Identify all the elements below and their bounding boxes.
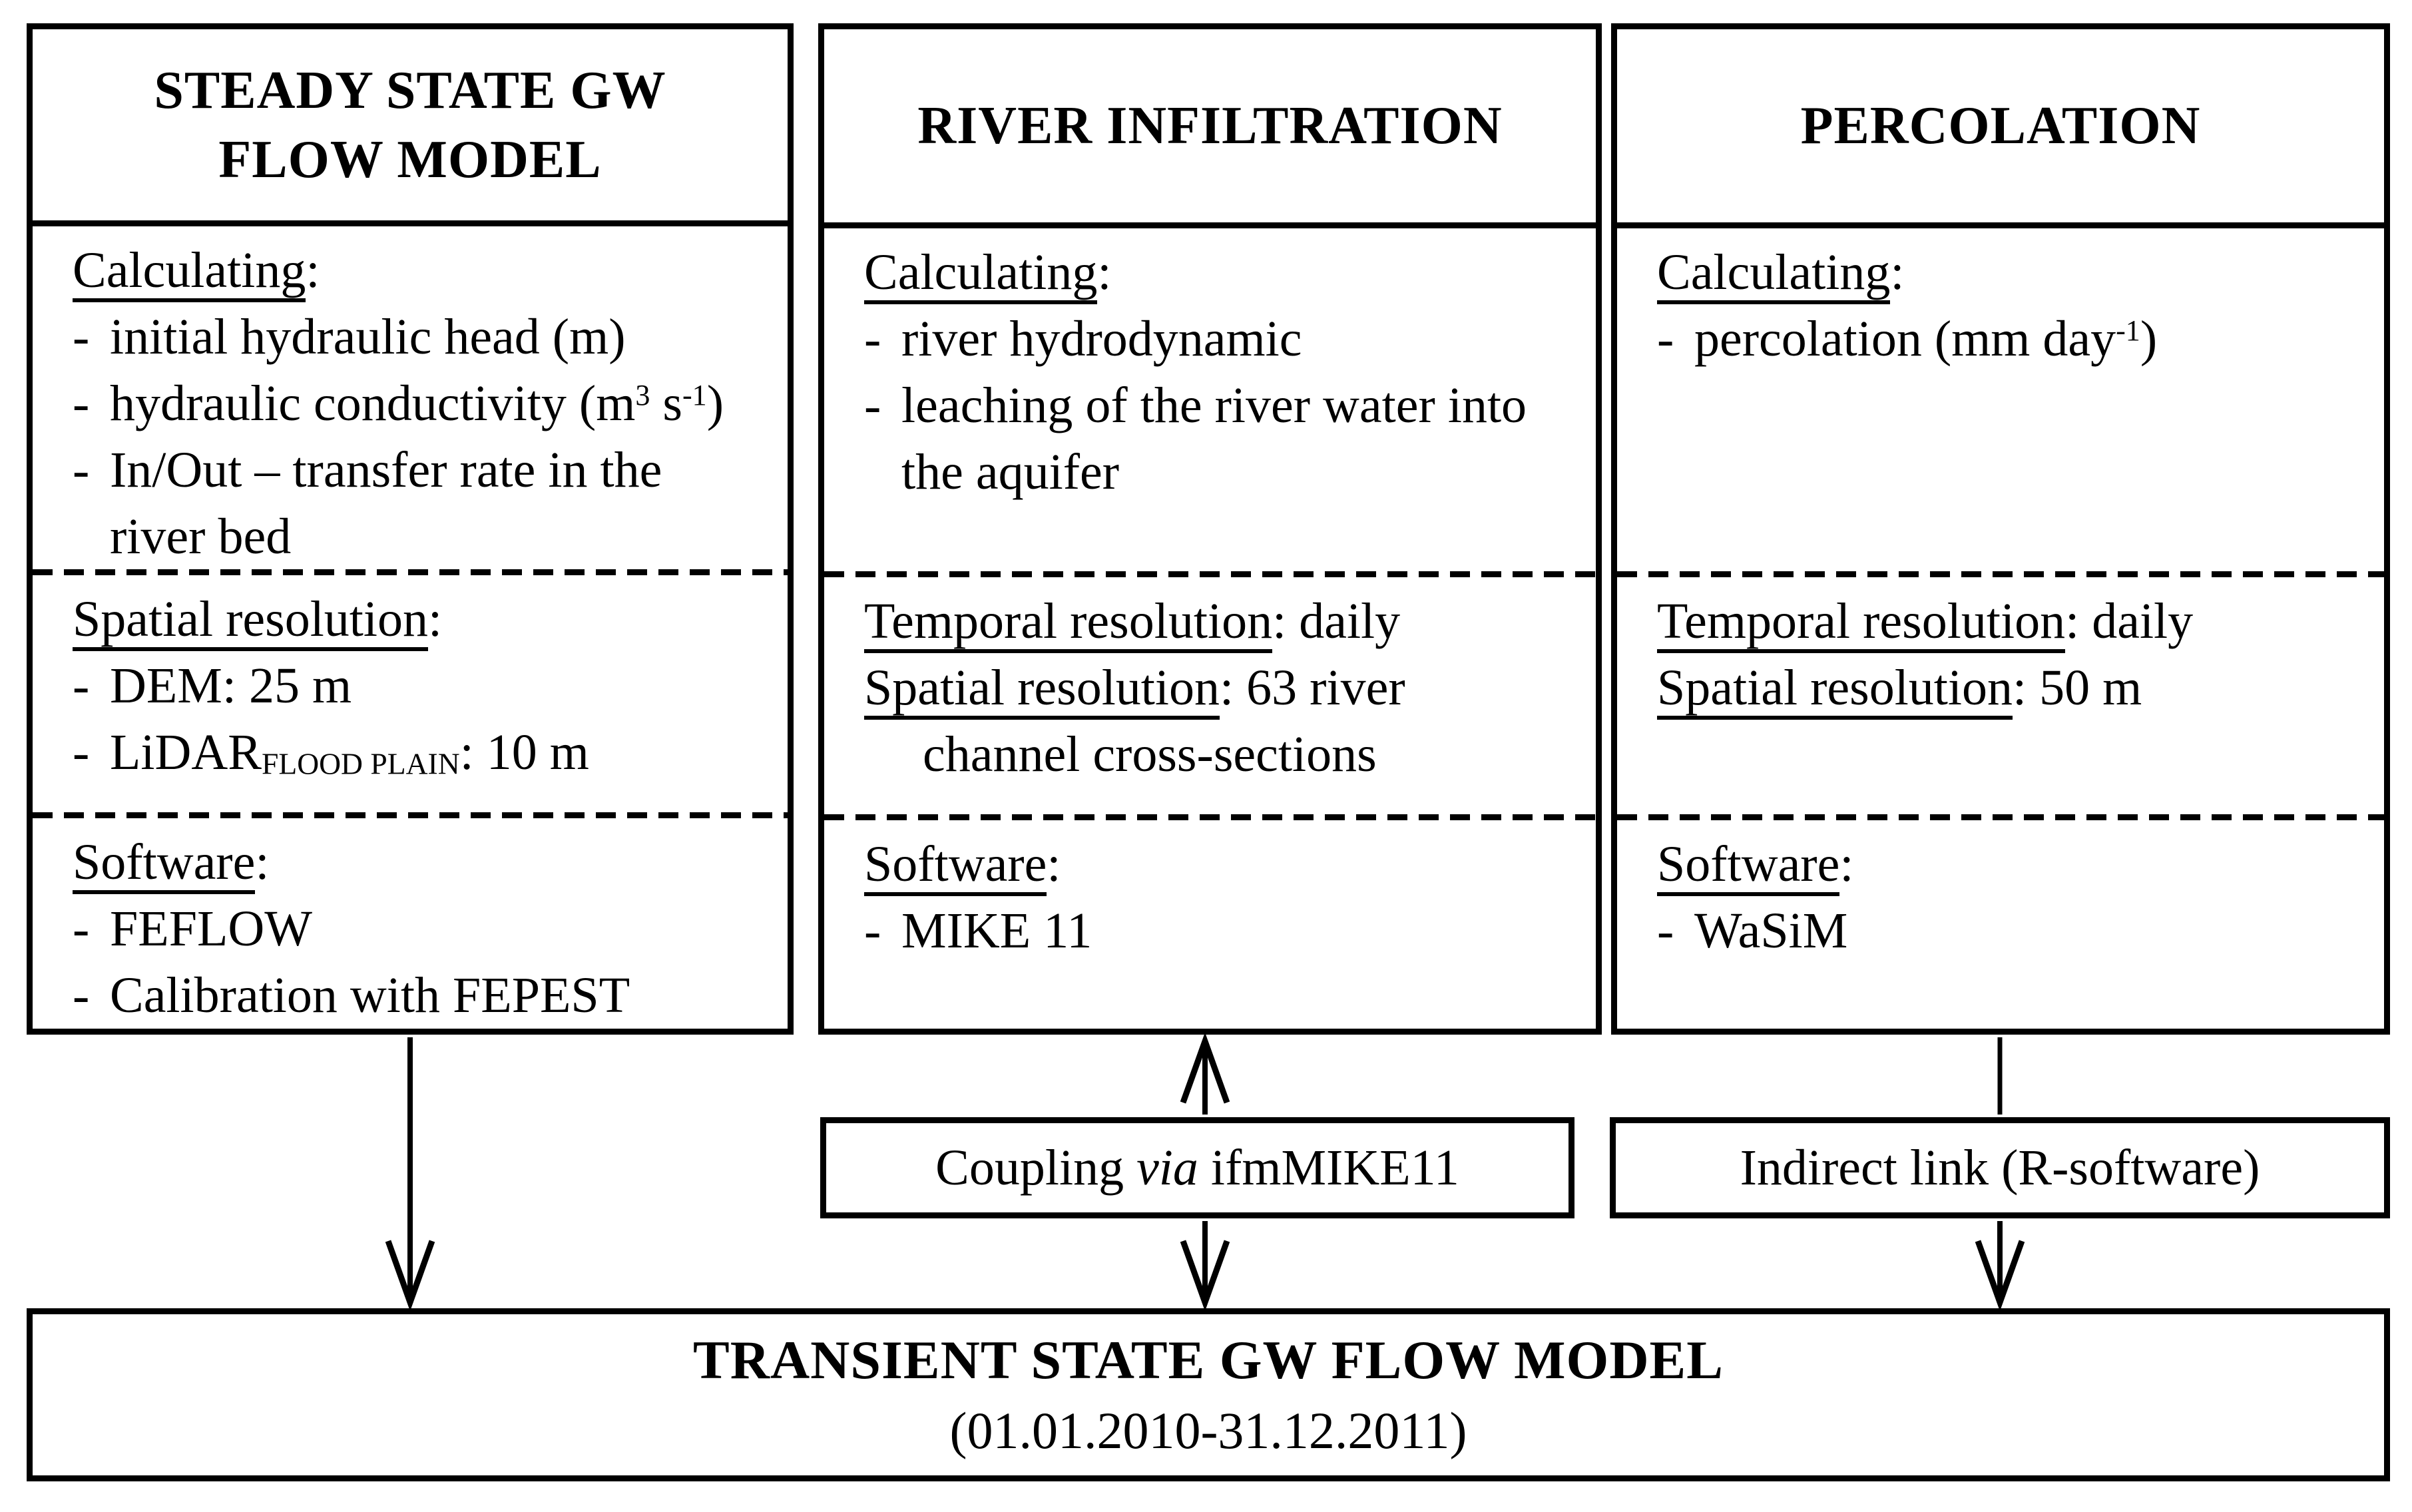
bullet-dash: - xyxy=(73,658,90,714)
list-item-text: FEFLOW xyxy=(110,901,312,957)
bottom-box-title: TRANSIENT STATE GW FLOW MODEL xyxy=(693,1330,1724,1390)
section-resolution: Temporal resolution: daily Spatial resol… xyxy=(1617,577,2384,814)
arrowhead-down-right xyxy=(1975,1240,2025,1312)
bullet-dash: - xyxy=(1657,903,1674,959)
list-item-text: DEM: 25 m xyxy=(110,658,352,714)
section-software: Software: - WaSiM xyxy=(1617,820,2384,1029)
arrowhead-up-middle xyxy=(1180,1032,1230,1104)
bullet-dash: - xyxy=(73,724,90,780)
section-spatial-resolution: Spatial resolution: - DEM: 25 m - LiDARF… xyxy=(33,575,788,812)
title-line: FLOW MODEL xyxy=(218,130,602,189)
section-heading: Software: xyxy=(864,831,1581,897)
box-body: Calculating: - initial hydraulic head (m… xyxy=(33,226,788,1029)
bullet-dash: - xyxy=(864,903,881,959)
section-calculating: Calculating: - percolation (mm day-1) xyxy=(1617,228,2384,571)
section-heading: Software: xyxy=(73,829,773,895)
list-item-text: MIKE 11 xyxy=(901,903,1092,959)
arrowhead-down-left xyxy=(385,1240,435,1312)
list-item: - initial hydraulic head (m) xyxy=(73,304,773,370)
section-heading: Calculating: xyxy=(1657,239,2369,306)
list-item-text: initial hydraulic head (m) xyxy=(110,309,626,365)
indirect-link-label: Indirect link (R-software) xyxy=(1740,1139,2260,1196)
list-item: - FEFLOW xyxy=(73,895,773,962)
box-body: Calculating: - percolation (mm day-1) Te… xyxy=(1617,228,2384,1029)
dashed-divider xyxy=(1617,814,2384,820)
bullet-dash: - xyxy=(73,442,90,498)
list-item: - percolation (mm day-1) xyxy=(1657,306,2369,372)
dashed-divider xyxy=(33,812,788,818)
box-indirect-link-r-software: Indirect link (R-software) xyxy=(1610,1117,2390,1218)
section-heading: Calculating: xyxy=(864,239,1581,306)
section-calculating: Calculating: - river hydrodynamic - leac… xyxy=(824,228,1596,571)
section-heading: Software: xyxy=(1657,831,2369,897)
section-heading: Calculating: xyxy=(73,237,773,304)
section-software: Software: - FEFLOW - Calibration with FE… xyxy=(33,818,788,1029)
list-item-text: hydraulic conductivity (m3 s-1) xyxy=(110,376,724,431)
resolution-line: Spatial resolution: 50 m xyxy=(1657,654,2369,721)
list-item: - river hydrodynamic xyxy=(864,306,1581,372)
section-calculating: Calculating: - initial hydraulic head (m… xyxy=(33,226,788,569)
list-item-text: river hydrodynamic xyxy=(901,311,1302,367)
box-title-steady-state: STEADY STATE GW FLOW MODEL xyxy=(33,29,788,226)
bullet-dash: - xyxy=(1657,311,1674,367)
bullet-dash: - xyxy=(864,378,881,433)
bullet-dash: - xyxy=(73,376,90,431)
section-resolution: Temporal resolution: daily Spatial resol… xyxy=(824,577,1596,814)
list-item: - WaSiM xyxy=(1657,897,2369,964)
subscript: FLOOD PLAIN xyxy=(262,746,460,781)
superscript: 3 xyxy=(635,379,650,412)
box-transient-state-gw-flow-model: TRANSIENT STATE GW FLOW MODEL (01.01.201… xyxy=(27,1308,2390,1481)
list-item: - MIKE 11 xyxy=(864,897,1581,964)
list-item-text: LiDARFLOOD PLAIN: 10 m xyxy=(110,724,589,781)
list-item-text: percolation (mm day-1) xyxy=(1694,311,2158,367)
box-title-percolation: PERCOLATION xyxy=(1617,29,2384,228)
list-item-text: WaSiM xyxy=(1694,903,1848,959)
box-title-river-infiltration: RIVER INFILTRATION xyxy=(824,29,1596,228)
list-item: - Calibration with FEPEST xyxy=(73,962,773,1029)
dashed-divider xyxy=(824,814,1596,820)
list-item: - hydraulic conductivity (m3 s-1) xyxy=(73,370,773,437)
box-percolation: PERCOLATION Calculating: - percolation (… xyxy=(1611,23,2390,1035)
coupling-label: Coupling via ifmMIKE11 xyxy=(935,1139,1459,1196)
section-software: Software: - MIKE 11 xyxy=(824,820,1596,1029)
list-item: - DEM: 25 m xyxy=(73,652,773,719)
bullet-dash: - xyxy=(73,901,90,957)
list-item: - LiDARFLOOD PLAIN: 10 m xyxy=(73,719,773,786)
box-river-infiltration: RIVER INFILTRATION Calculating: - river … xyxy=(818,23,1602,1035)
bullet-dash: - xyxy=(73,967,90,1023)
section-heading: Spatial resolution: xyxy=(73,586,773,652)
bottom-box-date-range: (01.01.2010-31.12.2011) xyxy=(949,1401,1467,1459)
arrowhead-down-middle xyxy=(1180,1240,1230,1312)
superscript: -1 xyxy=(682,379,707,412)
box-steady-state-gw-flow-model: STEADY STATE GW FLOW MODEL Calculating: … xyxy=(27,23,794,1035)
bullet-dash: - xyxy=(864,311,881,367)
title-line: STEADY STATE GW xyxy=(154,61,666,120)
resolution-line: Temporal resolution: daily xyxy=(1657,588,2369,654)
box-coupling-ifmmike11: Coupling via ifmMIKE11 xyxy=(820,1117,1574,1218)
dashed-divider xyxy=(1617,571,2384,577)
dashed-divider xyxy=(824,571,1596,577)
box-body: Calculating: - river hydrodynamic - leac… xyxy=(824,228,1596,1029)
dashed-divider xyxy=(33,569,788,575)
title-line: PERCOLATION xyxy=(1800,97,2201,155)
list-item-text: Calibration with FEPEST xyxy=(110,967,630,1023)
title-line: RIVER INFILTRATION xyxy=(917,97,1503,155)
italic-via: via xyxy=(1136,1139,1198,1196)
superscript: -1 xyxy=(2116,314,2140,348)
bullet-dash: - xyxy=(73,309,90,365)
resolution-line: Temporal resolution: daily xyxy=(864,588,1581,654)
